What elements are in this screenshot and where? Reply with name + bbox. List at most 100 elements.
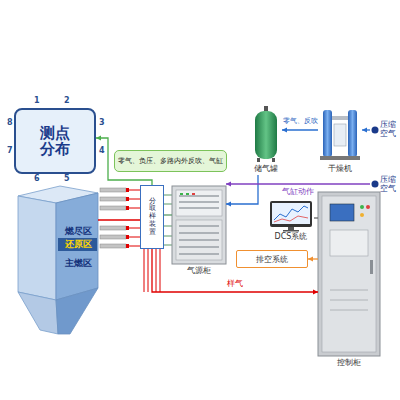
probe-set-part	[126, 235, 129, 239]
callout-number: 4	[99, 147, 105, 155]
furnace-drawing-part	[58, 238, 97, 251]
furnace-drawing-part	[18, 292, 58, 334]
gas-tank-drawing-part	[255, 111, 277, 159]
dcs-monitor-drawing-part	[288, 227, 294, 230]
gas-tank: 储气罐	[250, 105, 282, 175]
probe-set-part	[100, 244, 126, 248]
air-source: 压缩空气	[370, 175, 398, 195]
arrowhead	[308, 256, 313, 261]
gas-tank-drawing-part	[257, 158, 260, 162]
arrowhead	[226, 181, 231, 186]
node-label: 燃尽区	[60, 226, 96, 236]
probe-set-part	[129, 190, 140, 246]
furnace-drawing-part	[56, 288, 98, 334]
dcs-monitor-drawing-part	[270, 201, 312, 227]
callout-number: 5	[64, 175, 70, 183]
control-cabinet-drawing-part	[360, 205, 364, 209]
node-label: 测点分布	[40, 125, 70, 158]
node-label: 干燥机	[318, 164, 362, 173]
sampling-device: 分取样装置	[140, 185, 164, 249]
dryer-drawing	[320, 110, 360, 160]
probe-set-part	[126, 206, 129, 210]
gas-cabinet-drawing-part	[176, 190, 222, 216]
gas-cabinet-drawing-part	[179, 196, 219, 254]
dcs-monitor-drawing-part	[283, 230, 299, 232]
control-cabinet: 控制柜	[318, 192, 380, 370]
connector	[98, 219, 140, 220]
air-source-icon	[372, 127, 379, 188]
callout-number: 8	[7, 119, 13, 127]
node-label: 控制柜	[318, 358, 380, 367]
probe-set-part	[100, 206, 126, 210]
probe-set-part	[100, 235, 126, 239]
control-cabinet-drawing-part	[318, 192, 380, 356]
callout-number: 2	[64, 97, 70, 105]
gas-cabinet-drawing-part	[172, 186, 226, 264]
probe-set-part	[100, 188, 126, 192]
control-cabinet-drawing-part	[366, 205, 370, 209]
region-box: 测点分布	[14, 108, 96, 174]
callout-number: 6	[34, 175, 40, 183]
node-label: 分取样装置	[149, 198, 156, 236]
dcs-monitor-drawing-part	[274, 206, 308, 220]
control-cabinet-drawing-part	[370, 260, 373, 274]
arrowhead	[313, 289, 318, 294]
gas-lines-part	[164, 195, 172, 245]
connector	[226, 175, 258, 204]
gas-cabinet-drawing-part	[180, 193, 183, 195]
connector	[152, 249, 318, 292]
edge-label: 样气	[226, 280, 244, 289]
control-cabinet-drawing-part	[330, 230, 368, 256]
air-source: 压缩空气	[370, 120, 398, 140]
gas-cabinet-drawing-part	[192, 193, 195, 195]
control-cabinet-drawing	[318, 192, 380, 356]
dcs-monitor-drawing-part	[274, 216, 308, 222]
arrowhead	[226, 201, 231, 206]
gas-cabinet: 气源柜	[172, 186, 226, 278]
arrowhead	[96, 135, 101, 140]
node-label: 还原区	[60, 239, 96, 249]
gas-cabinet-drawing-part	[186, 193, 189, 195]
callout-number: 7	[7, 147, 13, 155]
gas-tank-drawing	[255, 106, 277, 162]
probe-set-part	[126, 226, 129, 230]
connector	[314, 217, 318, 218]
dryer-drawing-part	[323, 110, 332, 157]
probe-set	[100, 188, 140, 248]
note-bubble: 零气、负压、多路内外反吹、气缸	[114, 150, 227, 172]
dcs-monitor-drawing	[270, 201, 312, 232]
probe-set-part	[126, 188, 129, 192]
control-cabinet-drawing-part	[360, 213, 364, 217]
node-label: 排空系统	[256, 254, 288, 265]
vent-system: 排空系统	[236, 250, 308, 268]
control-cabinet-drawing-part	[330, 290, 368, 310]
probe-set-part	[126, 244, 129, 248]
dryer-drawing-part	[320, 156, 360, 160]
arrowhead	[282, 127, 287, 132]
furnace-drawing	[18, 186, 98, 334]
furnace-drawing-part	[56, 193, 98, 300]
node-label: DCS系统	[268, 232, 314, 241]
node-label: 储气罐	[250, 164, 282, 173]
dcs-monitor-drawing-part	[272, 203, 310, 224]
probe-set-part	[100, 197, 126, 201]
edge-label: 零气、反吹	[282, 118, 319, 126]
probe-set-part	[100, 226, 126, 230]
edge-label: 气缸动作	[281, 188, 315, 197]
arrowhead	[362, 127, 367, 132]
dryer-drawing-part	[334, 124, 346, 146]
gas-cabinet-drawing	[172, 186, 226, 264]
connector	[226, 183, 370, 184]
gas-tank-drawing-part	[272, 158, 275, 162]
furnace-drawing-part	[18, 196, 56, 300]
furnace: 燃尽区还原区主燃区	[18, 186, 98, 334]
dryer-drawing-part	[331, 116, 349, 120]
connector	[282, 129, 318, 130]
callout-number: 3	[99, 119, 105, 127]
node-label: 主燃区	[60, 258, 96, 268]
dcs-system: DCS系统	[268, 200, 314, 244]
air-source-icon-part	[372, 181, 379, 188]
node-label: 压缩空气	[380, 121, 396, 139]
